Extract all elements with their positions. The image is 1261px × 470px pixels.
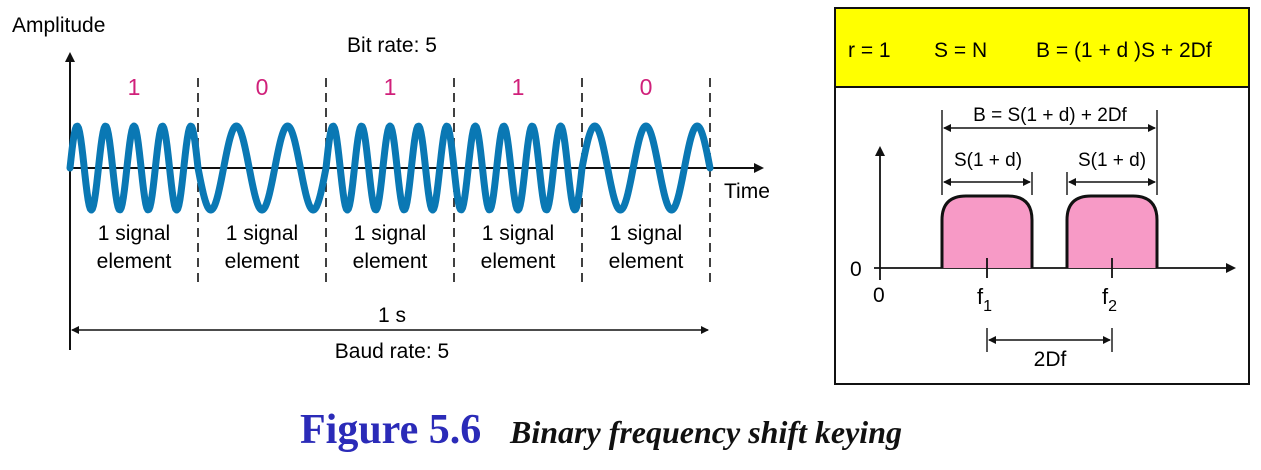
f2-label-base: f <box>1102 284 1109 309</box>
f1-label: f1 <box>977 284 992 315</box>
bit-label: 1 <box>512 74 525 100</box>
band2-width-label: S(1 + d) <box>1078 150 1146 171</box>
signal-element-label: element <box>609 250 684 273</box>
caption-number: Figure 5.6 <box>300 407 481 453</box>
bit-label: 1 <box>128 74 141 100</box>
time-domain-panel: Amplitude Bit rate: 5 Time 1 0 1 1 0 1 s… <box>12 14 770 363</box>
separation-label: 2Df <box>1034 348 1067 371</box>
formula-b: B = (1 + d )S + 2Df <box>1036 39 1212 62</box>
signal-element-label: 1 signal <box>98 222 170 245</box>
f1-label-sub: 1 <box>983 298 992 315</box>
signal-element-label: 1 signal <box>354 222 426 245</box>
signal-element-label: element <box>97 250 172 273</box>
baud-rate-label: Baud rate: 5 <box>335 340 449 363</box>
band1-width-label: S(1 + d) <box>954 150 1022 171</box>
figure-caption: Figure 5.6 Binary frequency shift keying <box>300 407 902 453</box>
signal-element-label: 1 signal <box>226 222 298 245</box>
formula-header <box>836 9 1248 87</box>
formula-r: r = 1 <box>848 39 891 62</box>
signal-element-label: element <box>225 250 300 273</box>
signal-element-label: 1 signal <box>610 222 682 245</box>
fsk-waveform <box>66 122 714 214</box>
time-label: Time <box>724 180 770 203</box>
caption-title: Binary frequency shift keying <box>509 414 902 450</box>
spectrum-panel: r = 1 S = N B = (1 + d )S + 2Df 0 0 B = … <box>834 7 1250 385</box>
bit-labels: 1 0 1 1 0 <box>128 74 653 100</box>
bit-rate-label: Bit rate: 5 <box>347 34 437 57</box>
band-f1 <box>940 194 1034 268</box>
formula-s: S = N <box>934 39 987 62</box>
duration-label: 1 s <box>378 304 406 327</box>
band-f2 <box>1065 194 1159 268</box>
f1-label-base: f <box>977 284 984 309</box>
bit-label: 0 <box>256 74 269 100</box>
signal-element-labels: 1 signal element 1 signal element 1 sign… <box>97 222 684 273</box>
f2-label-sub: 2 <box>1108 298 1117 315</box>
signal-element-label: element <box>353 250 428 273</box>
bit-label: 0 <box>640 74 653 100</box>
signal-element-label: element <box>481 250 556 273</box>
bandwidth-label: B = S(1 + d) + 2Df <box>973 105 1127 126</box>
y-zero-label: 0 <box>850 258 862 281</box>
signal-element-label: 1 signal <box>482 222 554 245</box>
amplitude-label: Amplitude <box>12 14 105 37</box>
f2-label: f2 <box>1102 284 1117 315</box>
segment-dividers <box>197 78 711 282</box>
x-zero-label: 0 <box>873 284 885 307</box>
bit-label: 1 <box>384 74 397 100</box>
